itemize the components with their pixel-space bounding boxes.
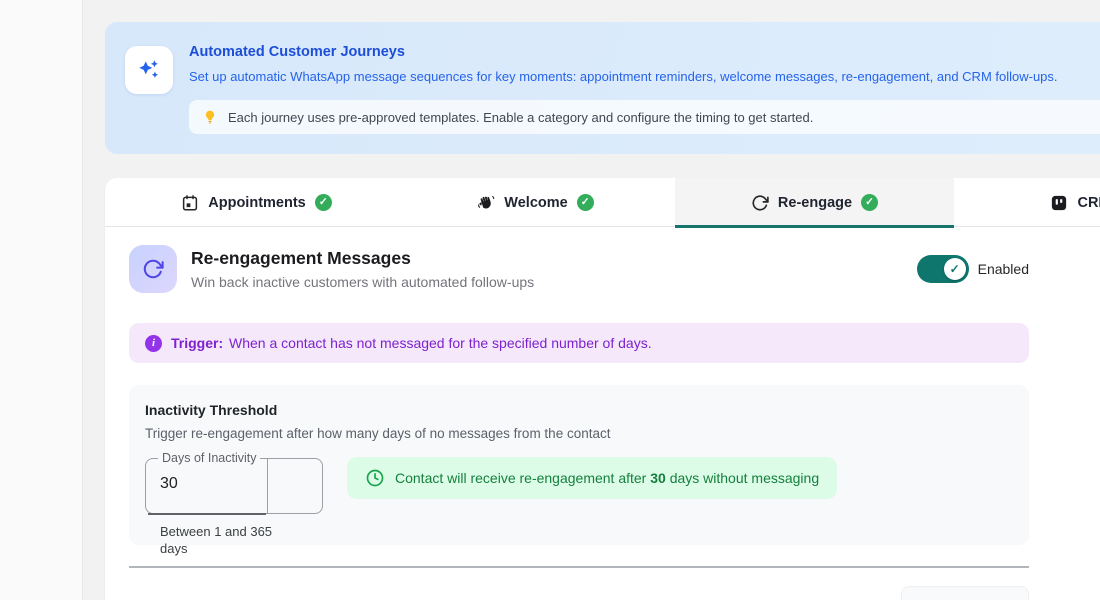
threshold-title: Inactivity Threshold xyxy=(145,402,278,418)
sparkles-icon xyxy=(125,46,173,94)
tab-label: CRM xyxy=(1077,194,1100,211)
check-circle-icon: ✓ xyxy=(314,194,332,211)
refresh-feature-icon xyxy=(129,245,177,293)
panel-title: Re-engagement Messages xyxy=(191,248,411,268)
re-engagement-summary: Contact will receive re-engagement after… xyxy=(347,457,838,499)
days-of-inactivity-input[interactable]: Days of Inactivity 30 xyxy=(145,451,323,515)
tab-label: Welcome xyxy=(504,194,568,211)
banner-title: Automated Customer Journeys xyxy=(189,44,405,60)
toggle-label: Enabled xyxy=(977,261,1029,277)
tab-label: Re-engage xyxy=(777,194,853,211)
enabled-toggle[interactable]: ✓ xyxy=(916,255,969,283)
calendar-icon xyxy=(181,194,199,212)
summary-suffix: days without messaging xyxy=(669,470,820,486)
days-of-inactivity-value: 30 xyxy=(160,475,178,492)
input-helper-text: Between 1 and 365 days xyxy=(160,524,273,556)
summary-days-value: 30 xyxy=(650,470,666,486)
tab-label: Appointments xyxy=(208,194,306,211)
tab-appointments[interactable]: Appointments ✓ xyxy=(117,178,396,227)
kanban-icon xyxy=(1050,194,1068,212)
journeys-banner: Automated Customer Journeys Set up autom… xyxy=(105,22,1100,154)
check-circle-icon: ✓ xyxy=(861,194,879,211)
toggle-knob-check-icon: ✓ xyxy=(943,258,966,280)
banner-tip: Each journey uses pre-approved templates… xyxy=(189,100,1100,134)
lightbulb-icon xyxy=(202,109,218,125)
wave-icon xyxy=(477,194,495,212)
journeys-card: Appointments ✓ Welcome ✓ xyxy=(105,178,1100,600)
footer-action-button[interactable] xyxy=(901,586,1029,600)
info-icon: i xyxy=(145,334,162,352)
section-divider xyxy=(129,566,1029,568)
clock-icon xyxy=(365,468,385,488)
banner-tip-text: Each journey uses pre-approved templates… xyxy=(228,109,814,125)
days-of-inactivity-label: Days of Inactivity xyxy=(158,451,261,465)
panel-header: Re-engagement Messages Win back inactive… xyxy=(129,245,1029,293)
tab-re-engage[interactable]: Re-engage ✓ xyxy=(675,178,954,228)
tab-crm[interactable]: CRM ✓ xyxy=(954,178,1100,227)
trigger-label: Trigger: xyxy=(171,335,224,351)
banner-subtitle: Set up automatic WhatsApp message sequen… xyxy=(189,69,1058,84)
trigger-banner: i Trigger: When a contact has not messag… xyxy=(129,323,1029,363)
refresh-icon xyxy=(751,194,769,212)
tab-welcome[interactable]: Welcome ✓ xyxy=(396,178,675,227)
input-active-underline xyxy=(148,512,266,515)
panel-subtitle: Win back inactive customers with automat… xyxy=(191,274,535,290)
inactivity-threshold-card: Inactivity Threshold Trigger re-engageme… xyxy=(129,385,1029,556)
summary-prefix: Contact will receive re-engagement after xyxy=(395,470,647,486)
journey-tabbar: Appointments ✓ Welcome ✓ xyxy=(105,178,1100,228)
app-sidebar-edge xyxy=(0,0,83,600)
input-stepper-divider xyxy=(267,459,268,513)
threshold-subtitle: Trigger re-engagement after how many day… xyxy=(145,426,611,441)
check-circle-icon: ✓ xyxy=(576,194,594,211)
trigger-text: When a contact has not messaged for the … xyxy=(229,335,652,351)
re-engage-panel: Re-engagement Messages Win back inactive… xyxy=(129,227,1029,600)
